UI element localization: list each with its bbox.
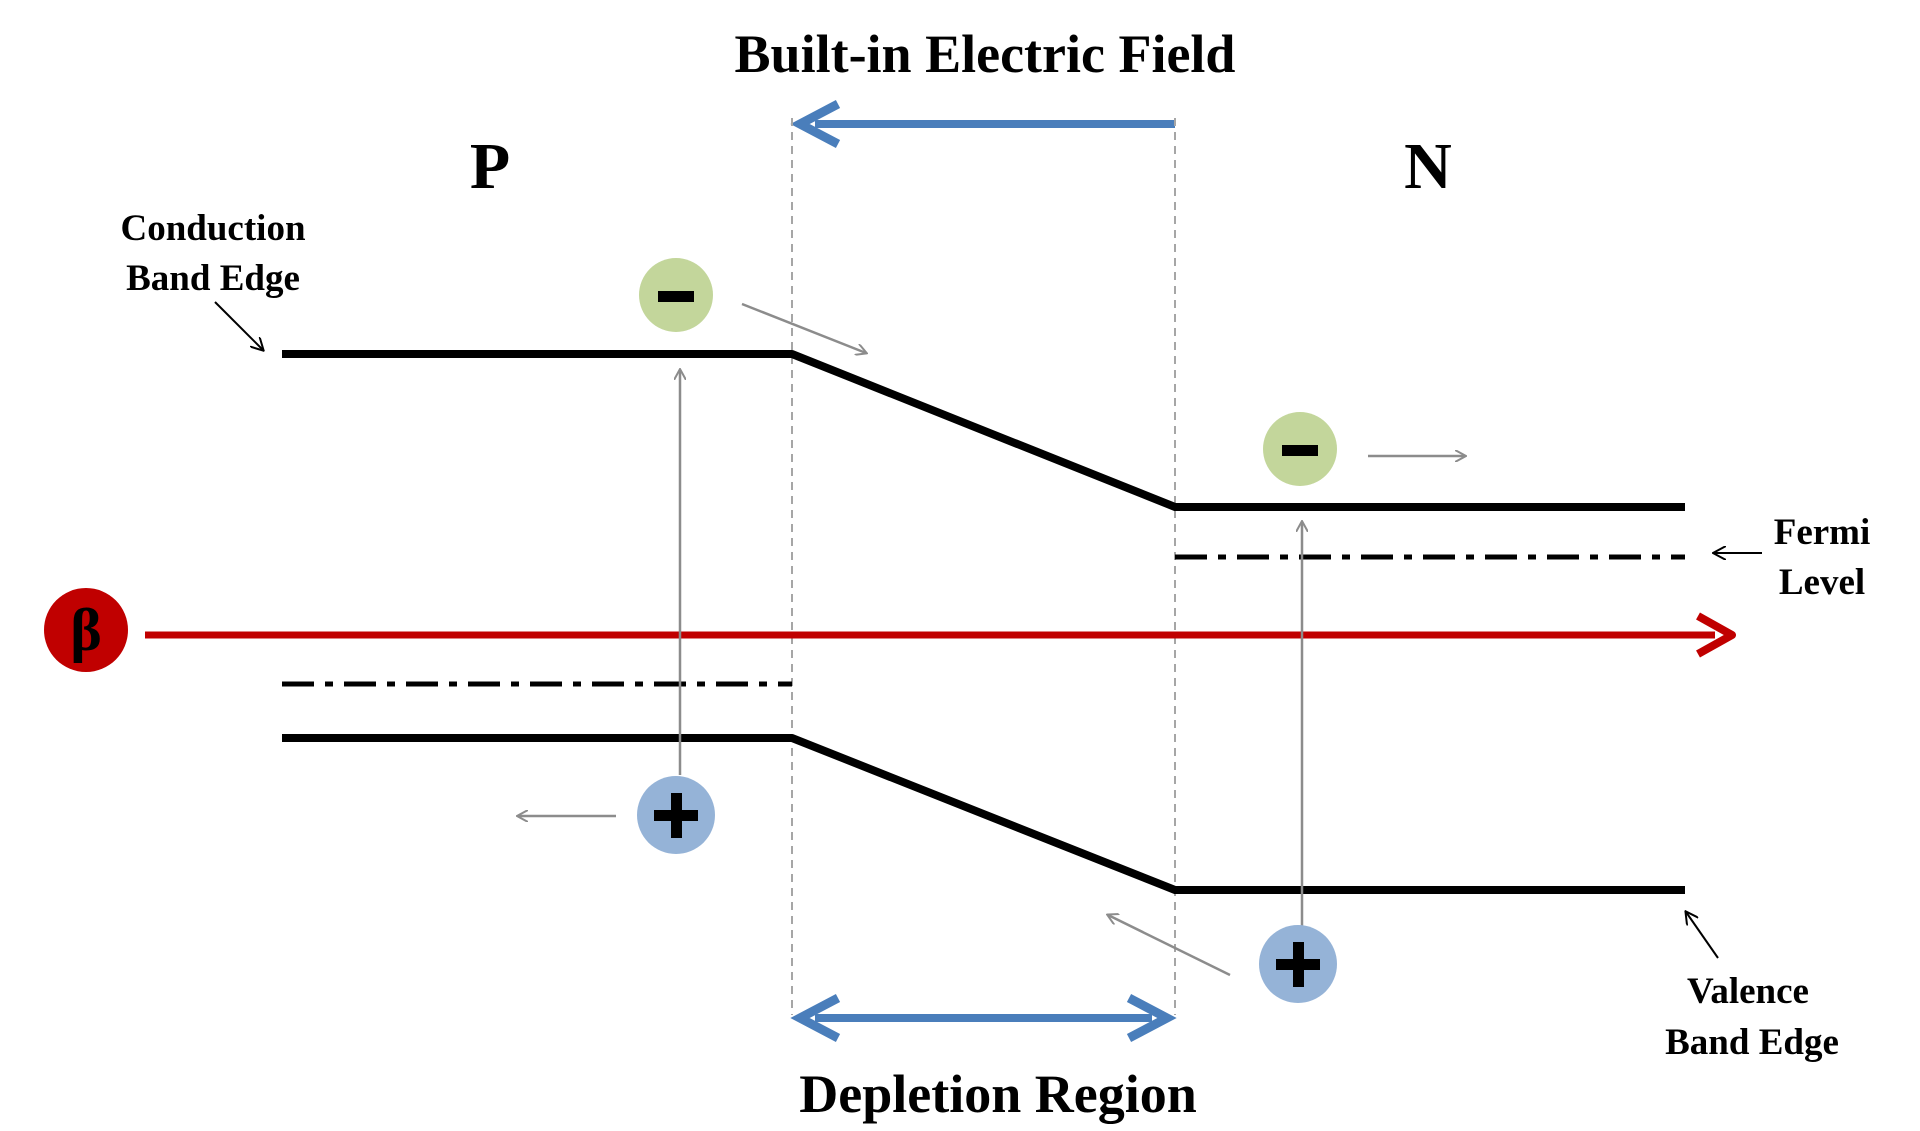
valence-label-line1: Valence [1687,971,1809,1012]
n-region-label: N [1404,130,1452,203]
electron-drift-arrow-p [741,302,866,353]
field-arrow [790,100,1175,148]
beta-symbol: β [70,597,102,663]
conduction-label-pointer [214,301,263,350]
depletion-boundaries [791,118,1176,1015]
conduction-label-line1: Conduction [120,208,305,249]
hole-n [1259,925,1337,1003]
electron-p [639,258,713,332]
hole-p [637,776,715,854]
fermi-label-line1: Fermi [1774,512,1871,553]
beta-ray [145,612,1736,658]
conduction-label-line2: Band Edge [126,258,300,299]
beta-particle: β [44,588,128,672]
depletion-label: Depletion Region [799,1064,1197,1124]
valence-label-line2: Band Edge [1665,1022,1839,1063]
electron-n [1263,412,1337,486]
valence-band-edge [282,734,1685,894]
fermi-label-line2: Level [1779,562,1865,603]
valence-label-pointer [1686,912,1719,959]
hole-drift-arrow-n [1108,915,1231,977]
p-region-label: P [470,130,510,203]
depletion-width-arrow [790,994,1177,1042]
conduction-band-edge [282,350,1685,511]
title: Built-in Electric Field [735,24,1236,84]
